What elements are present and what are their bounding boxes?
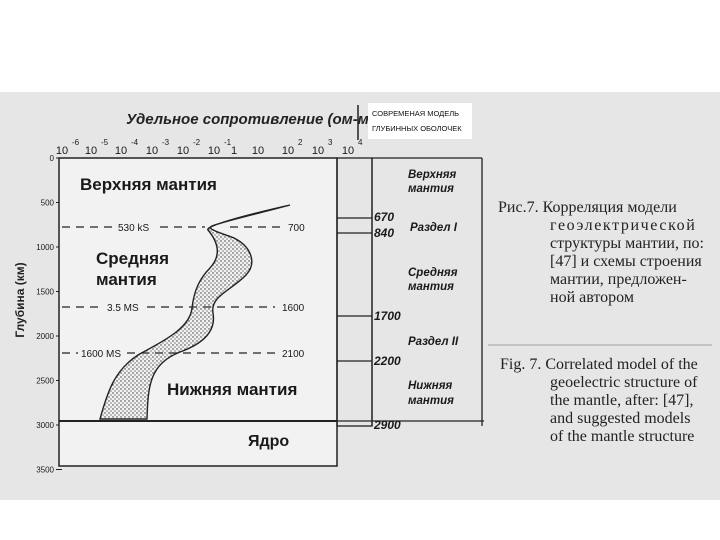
boundary-2900: 2900 bbox=[373, 418, 401, 432]
mark-1600ms-label: 1600 MS bbox=[81, 349, 121, 360]
caption-english: Fig. 7. Correlated model of the geoelect… bbox=[500, 356, 698, 446]
region-lower-mantle: Нижняя мантия bbox=[167, 380, 297, 399]
resistivity-tick-base: 1 bbox=[231, 145, 237, 157]
depth-tick-label: 1000 bbox=[36, 243, 54, 252]
model-section-i: Раздел I bbox=[410, 222, 458, 234]
resistivity-tick-base: 10 bbox=[146, 145, 158, 157]
mark-35ms-label: 3.5 MS bbox=[107, 303, 139, 314]
model-section-ii: Раздел II bbox=[408, 336, 459, 348]
boundary-670: 670 bbox=[374, 210, 394, 224]
caption-en-line: geoelectric structure of bbox=[550, 374, 698, 391]
model-upper-line2: мантия bbox=[408, 183, 454, 195]
resistivity-tick-labels: 10 -6 10 -5 10 -4 10 -3 10 -2 10 -11 10 10 2 10 3 10 4 bbox=[56, 138, 363, 157]
resistivity-profile-band bbox=[99, 204, 291, 420]
resistivity-tick-exponent: -5 bbox=[101, 138, 109, 147]
model-lower-line1: Нижняя bbox=[408, 380, 453, 392]
resistivity-tick-base: 10 bbox=[312, 145, 324, 157]
resistivity-tick-base: 10 bbox=[85, 145, 97, 157]
depth-tick-label: 3500 bbox=[36, 466, 54, 475]
depth-tick-label: 0 bbox=[50, 154, 55, 163]
caption-ru-line: геоэлектрической bbox=[550, 217, 697, 234]
resistivity-tick-exponent: -6 bbox=[72, 138, 80, 147]
caption-en-line: the mantle, after: [47], bbox=[550, 392, 694, 409]
depth-tick-label: 2500 bbox=[36, 377, 54, 386]
resistivity-tick-base: 10 bbox=[342, 145, 354, 157]
overlay-line-2: ГЛУБИННЫХ ОБОЛОЧЕК bbox=[372, 124, 462, 133]
boundary-2200: 2200 bbox=[373, 354, 401, 368]
caption-en-line: of the mantle structure bbox=[550, 428, 695, 445]
resistivity-tick-base: 10 bbox=[177, 145, 189, 157]
mark-1600ms-depth: 2100 bbox=[282, 349, 305, 360]
model-column bbox=[336, 157, 373, 427]
caption-ru-line: Рис.7. Корреляция модели bbox=[498, 199, 677, 216]
depth-tick-labels: 0 500 1000 1500 2000 2500 3000 3500 bbox=[36, 154, 62, 475]
caption-russian: Рис.7. Корреляция модели геоэлектрическо… bbox=[498, 199, 704, 307]
region-core: Ядро bbox=[248, 433, 289, 450]
resistivity-tick-exponent: 4 bbox=[358, 138, 363, 147]
model-lower-line2: мантия bbox=[408, 395, 454, 407]
mark-530ks-depth: 700 bbox=[288, 223, 305, 234]
model-middle-line2: мантия bbox=[408, 281, 454, 293]
resistivity-tick-base: 10 bbox=[208, 145, 220, 157]
model-middle-line1: Средняя bbox=[408, 267, 458, 279]
chart-title: Удельное сопротивление (ом-м) bbox=[126, 111, 374, 128]
resistivity-tick-exponent: 2 bbox=[298, 138, 303, 147]
caption-ru-line: структуры мантии, по: bbox=[550, 235, 704, 252]
resistivity-tick-exponent: -4 bbox=[131, 138, 139, 147]
caption-en-line: Fig. 7. Correlated model of the bbox=[500, 356, 698, 373]
resistivity-tick-base: 10 bbox=[252, 145, 264, 157]
resistivity-tick-exponent: -2 bbox=[193, 138, 201, 147]
region-upper-mantle: Верхняя мантия bbox=[80, 175, 217, 194]
depth-tick-label: 3000 bbox=[36, 421, 54, 430]
mark-530ks-label: 530 kS bbox=[118, 223, 149, 234]
region-middle-mantle-line2: мантия bbox=[96, 270, 157, 289]
mark-35ms-depth: 1600 bbox=[282, 303, 305, 314]
boundary-840: 840 bbox=[374, 226, 394, 240]
caption-ru-line: ной автором bbox=[550, 289, 634, 306]
overlay-line-1: СОВРЕМЕНАЯ МОДЕЛЬ bbox=[372, 109, 459, 118]
boundary-1700: 1700 bbox=[374, 309, 401, 323]
depth-axis-label: Глубина (км) bbox=[13, 262, 27, 337]
resistivity-tick-exponent: -3 bbox=[162, 138, 170, 147]
model-upper-line1: Верхняя bbox=[408, 169, 457, 181]
caption-en-line: and suggested models bbox=[550, 410, 691, 427]
depth-tick-label: 2000 bbox=[36, 332, 54, 341]
depth-tick-label: 1500 bbox=[36, 288, 54, 297]
caption-ru-line: [47] и схемы строения bbox=[550, 253, 702, 270]
resistivity-tick-exponent: -1 bbox=[224, 138, 232, 147]
resistivity-tick-base: 10 bbox=[115, 145, 127, 157]
depth-tick-label: 500 bbox=[41, 199, 55, 208]
resistivity-tick-exponent: 3 bbox=[328, 138, 333, 147]
caption-ru-line: мантии, предложен- bbox=[550, 271, 687, 288]
resistivity-tick-base: 10 bbox=[56, 145, 68, 157]
overlay-box bbox=[368, 103, 472, 139]
region-middle-mantle-line1: Средняя bbox=[96, 249, 169, 268]
resistivity-tick-base: 10 bbox=[282, 145, 294, 157]
